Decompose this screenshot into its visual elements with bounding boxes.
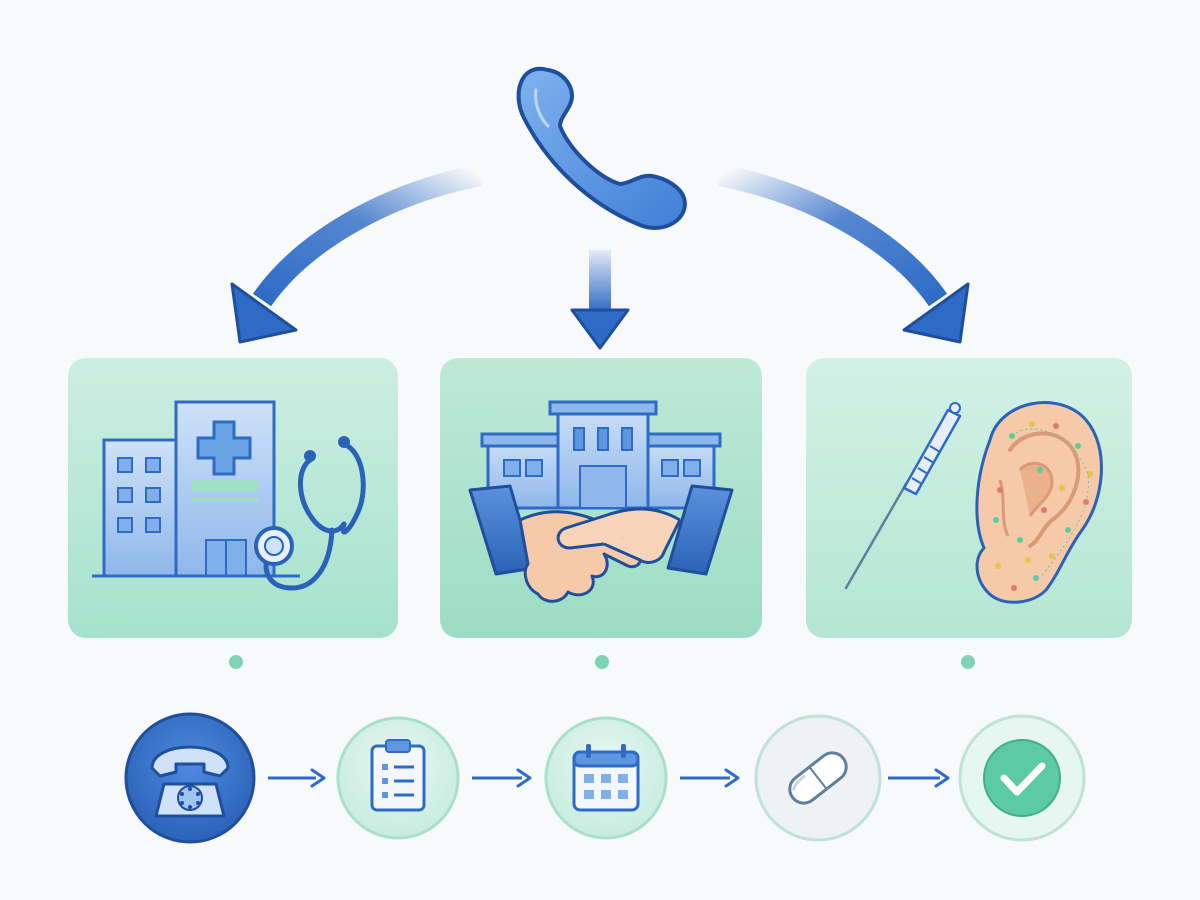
step-treatment: [754, 714, 882, 842]
arrow-to-acupuncture: [717, 164, 970, 344]
step-complete: [958, 714, 1086, 842]
office-building-icon: [480, 400, 722, 510]
rotary-telephone-icon: [150, 745, 230, 818]
process-steps: [124, 712, 1086, 844]
acupuncture-panel: [806, 358, 1132, 638]
step-arrow: [680, 768, 740, 788]
step-arrow: [472, 768, 532, 788]
stethoscope-icon: [254, 436, 366, 591]
checkmark-icon: [983, 739, 1061, 817]
connector-dot: [961, 655, 975, 669]
arrow-to-clinic: [230, 164, 483, 344]
step-arrow: [268, 768, 326, 788]
pill-capsule-icon: [788, 751, 848, 805]
connector-dot: [595, 655, 609, 669]
step-schedule: [544, 716, 668, 840]
step-call: [124, 712, 256, 844]
clinic-panel: [68, 358, 398, 638]
handshake-icon: [468, 484, 734, 603]
step-intake: [336, 716, 460, 840]
clipboard-checklist-icon: [370, 739, 426, 812]
step-arrow: [888, 768, 950, 788]
phone-handset-icon: [516, 66, 687, 230]
ear-acupoints-icon: [975, 401, 1103, 604]
hospital-building-icon: [92, 400, 300, 578]
calendar-icon: [572, 744, 640, 812]
connector-dot: [229, 655, 243, 669]
partnership-panel: [440, 358, 762, 638]
acupuncture-needle-icon: [844, 402, 962, 590]
panel-connector-dots: [229, 655, 975, 669]
arrow-to-partnership: [570, 250, 630, 350]
